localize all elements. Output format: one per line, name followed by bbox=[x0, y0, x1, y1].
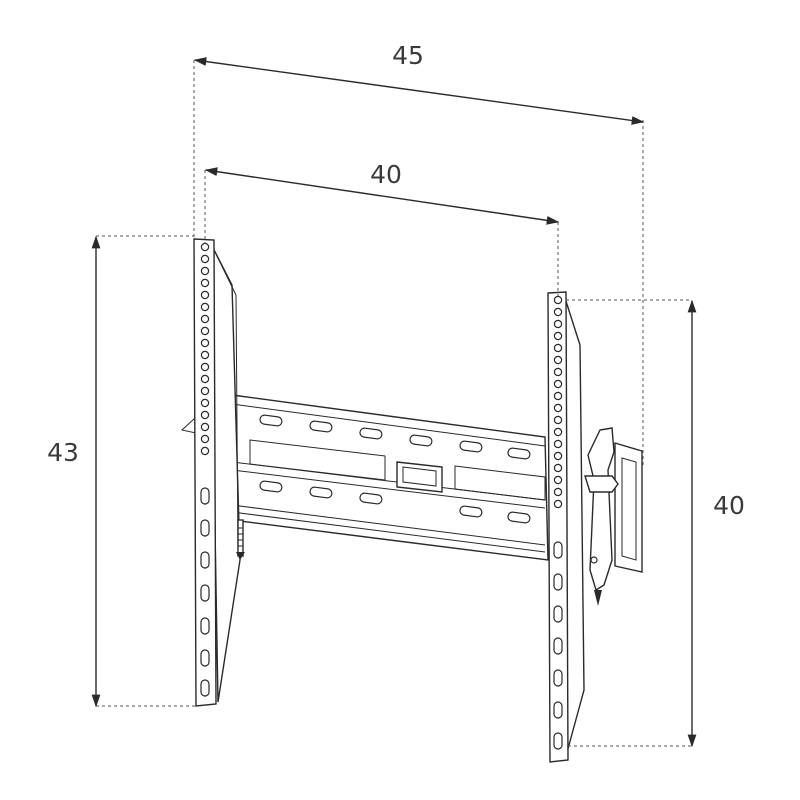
right-bracket-holes bbox=[553, 295, 563, 509]
left-bracket-slots bbox=[200, 487, 210, 697]
right-bracket-slots bbox=[553, 541, 563, 750]
dimension-arrows bbox=[91, 57, 697, 748]
rail-center-openings bbox=[249, 439, 546, 501]
left-bracket-screw bbox=[236, 519, 245, 560]
outer-width-label: 45 bbox=[392, 41, 424, 70]
tilt-lock-mechanism bbox=[584, 427, 643, 606]
inner-width-label: 40 bbox=[370, 160, 402, 189]
wall-rail bbox=[180, 394, 549, 561]
rail-slots-top bbox=[259, 414, 531, 460]
rail-slots-bottom bbox=[259, 480, 531, 524]
right-height-label: 40 bbox=[713, 491, 745, 520]
left-bracket-holes bbox=[200, 242, 210, 456]
left-height-label: 43 bbox=[47, 438, 79, 467]
left-vertical-bracket bbox=[193, 238, 245, 707]
right-vertical-bracket bbox=[547, 291, 643, 763]
